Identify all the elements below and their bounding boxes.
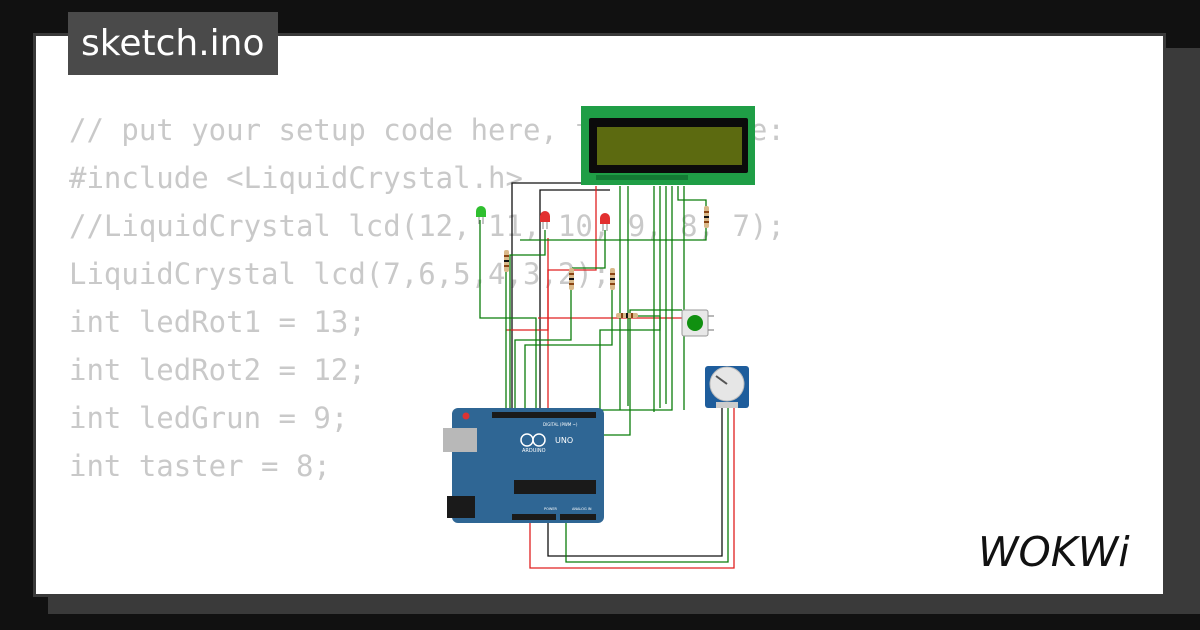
code-line: #include <LiquidCrystal.h> <box>69 161 523 195</box>
wire-black <box>547 408 723 557</box>
power-header-label: POWER <box>544 507 558 511</box>
resistors <box>504 206 709 318</box>
board-pcb <box>452 408 604 523</box>
digital-header <box>492 412 596 418</box>
code-preview: // put your setup code here, to run once… <box>69 106 785 490</box>
digital-header-label: DIGITAL (PWM ~) <box>543 422 578 427</box>
file-tab[interactable]: sketch.ino <box>68 12 279 75</box>
push-button[interactable] <box>681 309 714 337</box>
wire-green <box>599 315 661 410</box>
wire-green <box>572 230 606 269</box>
led-red-1[interactable] <box>540 211 550 229</box>
resistor[interactable] <box>504 250 509 272</box>
lcd-display[interactable] <box>581 106 755 185</box>
atmega-chip <box>514 480 596 494</box>
button-cap-icon <box>687 315 703 331</box>
code-line: //LiquidCrystal lcd(12, 11, 10, 9, 8, 7)… <box>69 209 785 243</box>
wire-black <box>511 182 600 415</box>
wires <box>479 182 735 569</box>
wire-green <box>524 290 613 410</box>
board-brand: ARDUINO <box>522 448 546 454</box>
arduino-uno-board[interactable]: UNO ARDUINO DIGITAL (PWM ~) POWER ANALOG… <box>443 408 604 523</box>
wire-green <box>586 186 673 411</box>
led-red-2[interactable] <box>600 213 610 231</box>
reset-button-icon <box>462 412 470 420</box>
wire-green <box>520 186 707 241</box>
potentiometer[interactable] <box>705 366 749 408</box>
lcd-pin-header <box>596 175 688 180</box>
analog-header <box>560 514 596 520</box>
usb-port <box>443 428 477 452</box>
wire-green <box>565 408 729 563</box>
wokwi-logo[interactable]: WOKWi <box>978 526 1150 574</box>
wokwi-logo-text: WOKWi <box>978 528 1130 574</box>
analog-header-label: ANALOG IN <box>572 507 592 511</box>
wire-red <box>506 186 597 331</box>
wire-black <box>539 189 610 413</box>
resistor[interactable] <box>569 268 574 290</box>
wire-green <box>514 286 572 410</box>
wire-green <box>600 309 682 436</box>
resistor[interactable] <box>616 313 638 318</box>
power-jack <box>447 496 475 518</box>
power-header <box>512 514 556 520</box>
wire-red <box>529 408 735 569</box>
code-line: int taster = 8; <box>69 449 331 483</box>
code-line: int ledRot2 = 12; <box>69 353 366 387</box>
lcd-screen <box>597 127 742 165</box>
resistor[interactable] <box>610 268 615 290</box>
resistor[interactable] <box>704 206 709 228</box>
wire-green <box>509 230 546 408</box>
code-line: int ledGrun = 9; <box>69 401 349 435</box>
led-green[interactable] <box>476 206 486 224</box>
code-line: LiquidCrystal lcd(7,6,5,4,3,2); <box>69 257 611 291</box>
wire-green <box>479 220 537 412</box>
code-line: int ledRot1 = 13; <box>69 305 366 339</box>
board-model: UNO <box>555 436 573 445</box>
